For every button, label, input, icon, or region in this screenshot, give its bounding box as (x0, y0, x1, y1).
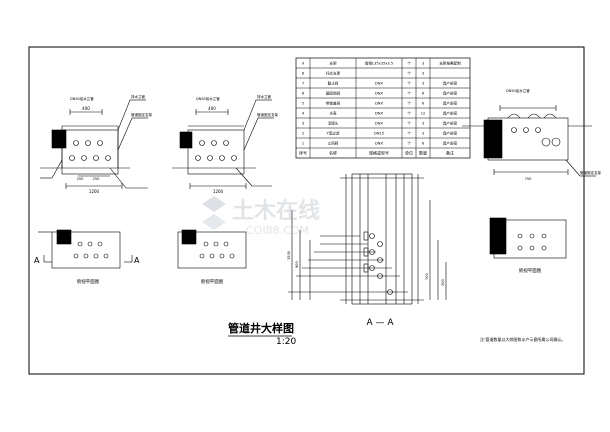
table-cell: 止回阀 (328, 141, 339, 146)
table-cell: 具产前密 (443, 141, 458, 146)
table-cell: 8 (302, 72, 305, 76)
table-cell: 12 (421, 112, 426, 116)
dim-300: 300 (441, 279, 445, 286)
table-cell: 具产前密 (443, 111, 458, 116)
table-cell: DN15 (374, 132, 384, 136)
drawing-scale: 1:20 (276, 337, 296, 347)
table-cell: 个 (407, 111, 411, 116)
plan-view-3 (462, 105, 596, 177)
table-cell: 托式支架 (326, 71, 341, 76)
dim-200-a: 200 (77, 177, 84, 181)
dim-400-b: 400 (208, 106, 216, 111)
table-header-cell: 数量 (419, 150, 427, 156)
table-cell: DNX (375, 122, 383, 126)
table-cell: 具产前密 (443, 91, 458, 96)
table-cell: 6 (422, 92, 425, 96)
drawing-border (28, 46, 585, 375)
section-arrow-a-right: A (134, 256, 140, 265)
table-cell: 具产前密 (443, 121, 458, 126)
table-cell: 活接头 (328, 121, 339, 126)
table-cell: 6 (302, 92, 305, 96)
table-cell: 6 (422, 142, 425, 146)
dim-900: 900 (295, 261, 299, 268)
callout-b-2: 排水立管 (257, 94, 271, 99)
table-cell: 具产前密 (443, 131, 458, 136)
table-cell: 3 (422, 62, 424, 66)
callout-a-3: DN50给水立管 (506, 88, 530, 93)
table-cell: 支架 (329, 61, 337, 66)
table-cell: 具产前密 (443, 81, 458, 86)
plan-view-2 (172, 99, 274, 189)
callout-c-1: 管道固定支架 (131, 112, 152, 117)
table-header-cell: 备注 (446, 150, 454, 156)
table-header-cell: 规格或型号 (369, 150, 389, 156)
table-cell: Y型过滤 (327, 131, 340, 136)
table-cell: 2 (302, 132, 304, 136)
detail-caption-1: 俯视平面图 (77, 278, 100, 285)
detail-view-3 (489, 217, 567, 259)
table-cell: 个 (407, 71, 411, 76)
table-cell: 截止阀 (328, 81, 339, 86)
dim-400-a: 400 (82, 106, 90, 111)
table-header-cell: 单位 (405, 150, 413, 156)
table-cell: 带锁盖阀 (326, 101, 341, 106)
watermark-text: 土木在线 (232, 198, 320, 224)
callout-b-1: 排水立管 (131, 94, 145, 99)
table-cell: 3 (422, 132, 424, 136)
table-cell: 水表 (329, 111, 337, 116)
table-cell: 4 (302, 112, 305, 116)
section-label: A — A (366, 318, 394, 328)
dim-1500: 1500 (287, 251, 291, 260)
section-arrow-a-left: A (34, 256, 40, 265)
table-cell: 7 (302, 82, 304, 86)
table-cell: 3 (422, 72, 424, 76)
drawing-title: 管道井大样图 (228, 321, 294, 335)
table-cell: 3 (302, 122, 304, 126)
table-cell: 3 (422, 82, 424, 86)
dim-250-a: 250 (93, 177, 100, 181)
table-cell: 个 (407, 131, 411, 136)
dim-700: 700 (425, 273, 429, 280)
table-header-cell: 序号 (299, 150, 307, 156)
drawing-note: 注:管道数量以大样图和水户示意所属公司确认。 (480, 336, 565, 342)
table-cell: DNX (375, 102, 383, 106)
callout-c-2: 管道固定支架 (257, 112, 278, 117)
table-cell: 个 (407, 81, 411, 86)
table-cell: 1 (302, 142, 304, 146)
dim-1200-a: 1200 (89, 189, 100, 194)
table-cell: 6 (422, 102, 425, 106)
callout-a-1: DN50给水立管 (70, 96, 94, 101)
table-cell: 支架按需配制 (439, 61, 461, 66)
detail-caption-2: 俯视平面图 (201, 278, 224, 285)
table-cell: 个 (407, 61, 411, 66)
table-cell: 9 (302, 62, 305, 66)
watermark-logo: 土木在线 COI88.COM (202, 196, 320, 237)
section-elevation (288, 173, 447, 305)
table-cell: 个 (407, 101, 411, 106)
callout-c-3: 管道固定支架 (580, 170, 601, 175)
table-cell: 5 (302, 102, 304, 106)
table-cell: 具产前密 (443, 101, 458, 106)
dim-750: 750 (525, 177, 532, 181)
table-cell: 角钢L35x35x3.5 (365, 61, 393, 66)
table-cell: DNX (375, 142, 383, 146)
table-cell: DNX (375, 82, 383, 86)
watermark-subtext: COI88.COM (246, 224, 309, 237)
plan-view-1 (40, 99, 148, 189)
dim-1200-b: 1200 (213, 189, 224, 194)
detail-view-1 (38, 229, 133, 269)
table-cell: 个 (407, 91, 411, 96)
table-cell: 个 (407, 141, 411, 146)
table-cell: DNX (375, 92, 383, 96)
table-cell: 3 (422, 122, 424, 126)
table-cell: DNX (375, 112, 383, 116)
detail-caption-3: 俯视平面图 (519, 267, 542, 274)
table-header-cell: 名称 (329, 150, 337, 156)
table-cell: 截面钢阀 (326, 91, 341, 96)
table-cell: 个 (407, 121, 411, 126)
detail-view-2 (177, 229, 247, 269)
callout-a-2: DN50给水立管 (196, 96, 220, 101)
